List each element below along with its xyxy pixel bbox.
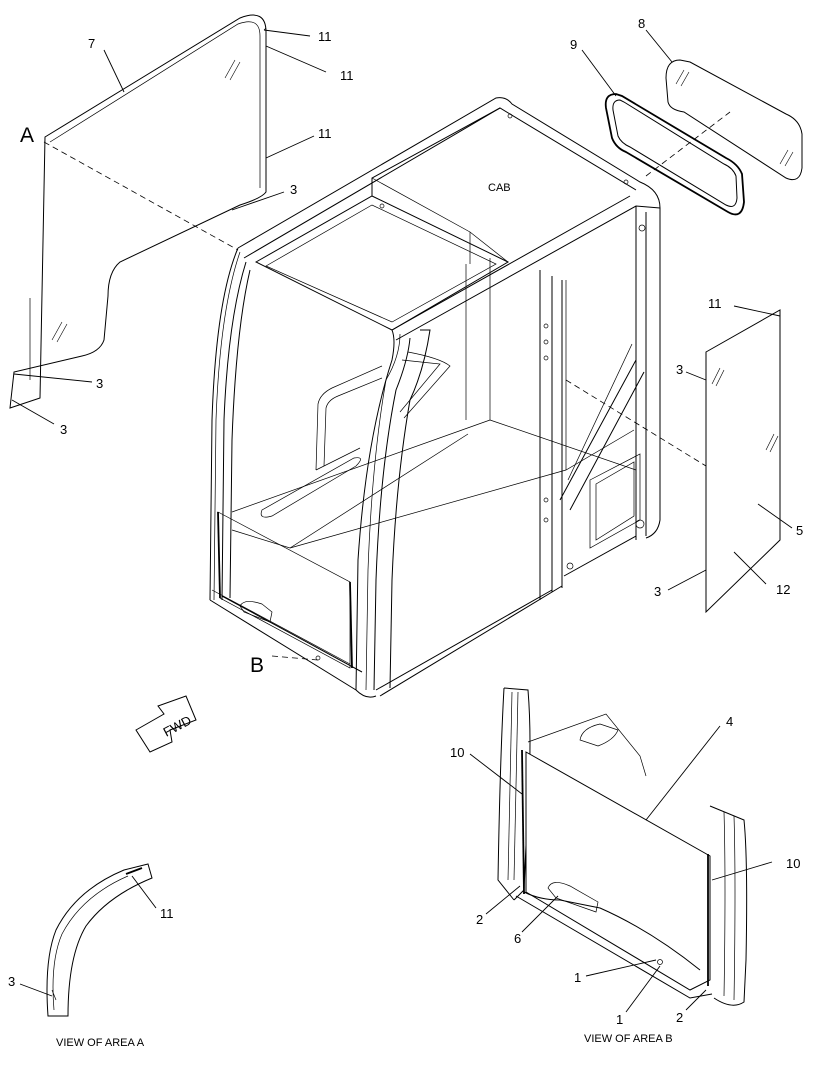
right-side-glass-part: [705, 309, 781, 614]
callout-label: 3: [654, 584, 661, 599]
area-a-caption: VIEW OF AREA A: [56, 1037, 145, 1049]
callout-label: 2: [476, 912, 483, 927]
callout-label: 3: [676, 362, 683, 377]
callout-label: 4: [726, 714, 733, 729]
callout-label: 1: [616, 1012, 623, 1027]
fwd-label: FWD: [161, 712, 194, 739]
area-a-detail: [46, 863, 153, 1017]
callout-label: 1: [574, 970, 581, 985]
leader-lines: [11, 29, 793, 1013]
callout-label: 3: [8, 974, 15, 989]
callout-label: 8: [638, 16, 645, 31]
area-b-caption: VIEW OF AREA B: [584, 1033, 673, 1045]
callout-label: 9: [570, 37, 577, 52]
area-b-marker: B: [250, 654, 264, 677]
callout-labels: 11 11 7 11 3 A 3 3 8 9 CAB 11 3 5 12 3 B…: [8, 16, 803, 1027]
callout-label: 12: [776, 582, 790, 597]
left-door-glass-part: [9, 14, 267, 409]
area-a-marker: A: [20, 124, 34, 147]
callout-label: 3: [290, 182, 297, 197]
callout-label: 11: [318, 29, 332, 44]
cab-label: CAB: [488, 182, 511, 194]
area-b-detail: [497, 687, 748, 1006]
callout-label: 3: [96, 376, 103, 391]
callout-label: 3: [60, 422, 67, 437]
callout-label: 11: [318, 126, 332, 141]
rear-window-seal-part: [604, 93, 745, 216]
cab-frame: [209, 97, 661, 698]
callout-label: 5: [796, 523, 803, 538]
callout-label: 10: [786, 856, 800, 871]
callout-label: 10: [450, 745, 464, 760]
forward-direction-arrow: FWD: [135, 695, 197, 753]
callout-label: 6: [514, 931, 521, 946]
callout-label: 11: [340, 68, 354, 83]
callout-label: 7: [88, 36, 95, 51]
callout-label: 2: [676, 1010, 683, 1025]
callout-label: 11: [708, 296, 722, 311]
rear-window-glass-part: [665, 59, 803, 181]
callout-label: 11: [160, 906, 174, 921]
